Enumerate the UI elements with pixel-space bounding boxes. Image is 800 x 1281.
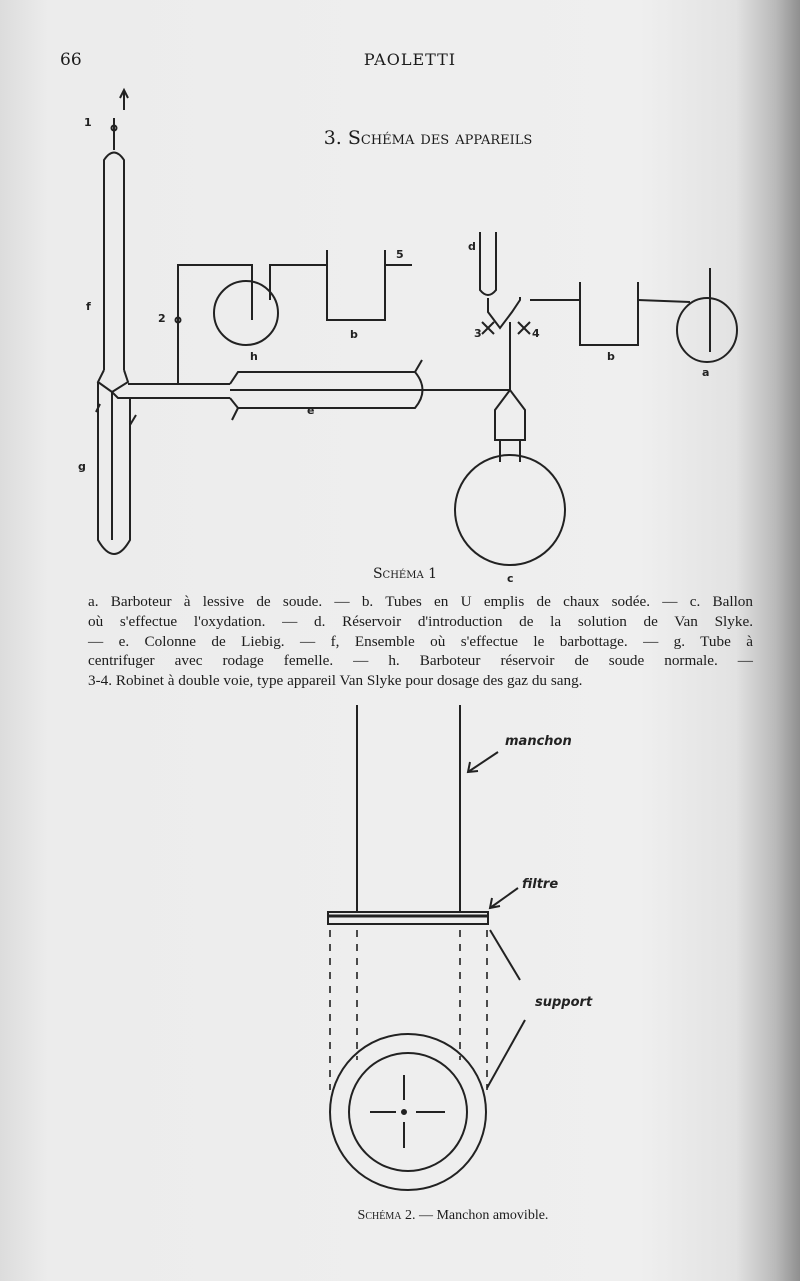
bubbler-h xyxy=(213,264,327,346)
label-manchon: manchon xyxy=(505,734,572,749)
reservoir-d xyxy=(479,232,531,390)
schema-2-caption-label: Schéma 2. xyxy=(357,1208,416,1223)
legend-line: — e. Colonne de Liebig. — f, Ensemble où… xyxy=(88,632,753,650)
legend-line: a. Barboteur à lessive de soude. — b. Tu… xyxy=(88,593,753,610)
label-3: 3 xyxy=(474,327,482,340)
label-b-left: b xyxy=(350,328,358,341)
section-title: 3. Schéma des appareils xyxy=(323,127,533,149)
schema-2-caption-text: — Manchon amovible. xyxy=(415,1208,549,1223)
label-c: c xyxy=(507,572,514,585)
label-e: e xyxy=(307,404,314,417)
label-support: support xyxy=(535,995,593,1010)
bubbler-a xyxy=(676,268,738,363)
legend-line: centrifuger avec rodage femelle. — h. Ba… xyxy=(88,652,753,670)
legend-line: où s'effectue l'oxydation. — d. Réservoi… xyxy=(88,612,753,630)
label-g: g xyxy=(78,460,86,473)
schema-1-legend: a. Barboteur à lessive de soude. — b. Tu… xyxy=(88,592,753,691)
centrifuge-tube-g xyxy=(95,382,137,555)
label-h: h xyxy=(250,350,258,363)
label-2: 2 xyxy=(158,312,166,325)
label-5: 5 xyxy=(396,248,404,261)
running-head: PAOLETTI xyxy=(363,50,457,69)
label-4: 4 xyxy=(532,327,540,340)
label-f: f xyxy=(86,300,91,313)
label-a: a xyxy=(702,366,709,379)
flask-c xyxy=(454,388,566,566)
label-d: d xyxy=(468,240,476,253)
barbotage-tube-f xyxy=(96,87,130,540)
schema-1-caption: Schéma 1 xyxy=(372,566,438,582)
legend-line: 3-4. Robinet à double voie, type apparei… xyxy=(88,672,583,690)
label-1: 1 xyxy=(84,116,92,129)
schema-2-caption: Schéma 2. — Manchon amovible. xyxy=(0,1208,800,1224)
liebig-condenser-e xyxy=(229,359,510,421)
u-tube-b-left xyxy=(326,250,412,321)
label-b-right: b xyxy=(607,350,615,363)
page-number: 66 xyxy=(60,50,82,70)
u-tube-b-right xyxy=(530,282,691,346)
schema-2-diagram xyxy=(327,705,526,1191)
label-filtre: filtre xyxy=(522,877,558,892)
